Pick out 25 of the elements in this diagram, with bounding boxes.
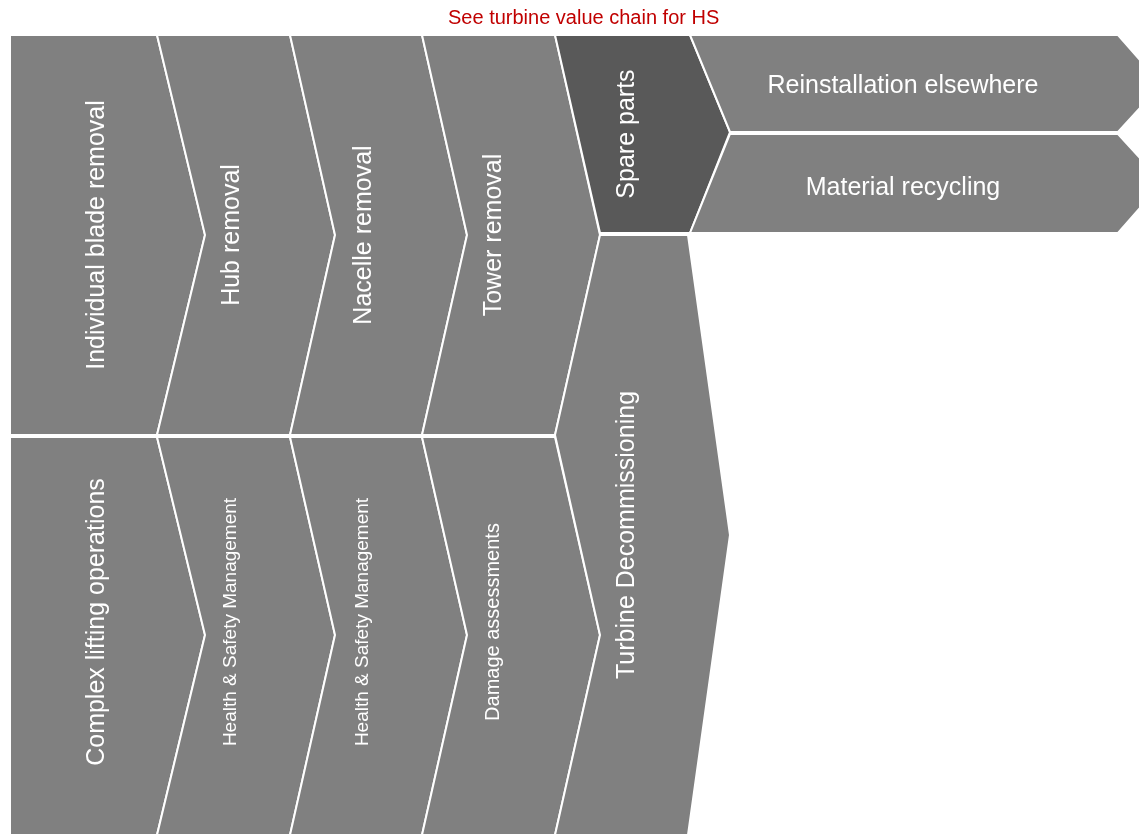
step-label: Reinstallation elsewhere: [767, 69, 1039, 99]
step-label: Turbine Decommissioning: [610, 390, 640, 680]
process-step-block: [290, 437, 467, 835]
step-label: Spare parts: [610, 69, 640, 199]
process-step-block: [690, 35, 1140, 132]
step-label: Health & Safety Management: [351, 497, 373, 747]
step-label: Damage assessments: [480, 523, 504, 721]
process-step-block: [690, 134, 1140, 233]
process-step-block: [555, 235, 730, 835]
process-step-block: [157, 437, 335, 835]
process-step-block: [555, 35, 730, 233]
process-step-block: [422, 437, 600, 835]
process-step-block: [157, 35, 335, 435]
process-step-block: [290, 35, 467, 435]
step-label: Tower removal: [477, 153, 507, 317]
step-label: Nacelle removal: [347, 145, 377, 325]
step-label: Individual blade removal: [80, 100, 110, 370]
step-label: Material recycling: [805, 171, 1001, 201]
note-text: See turbine value chain for HS: [448, 6, 720, 29]
process-step-block: [422, 35, 600, 435]
step-label: Hub removal: [215, 164, 245, 306]
step-label: Complex lifting operations: [80, 478, 110, 766]
step-label: Health & Safety Management: [219, 497, 241, 747]
process-step-block: [10, 437, 205, 835]
process-step-block: [10, 35, 205, 435]
